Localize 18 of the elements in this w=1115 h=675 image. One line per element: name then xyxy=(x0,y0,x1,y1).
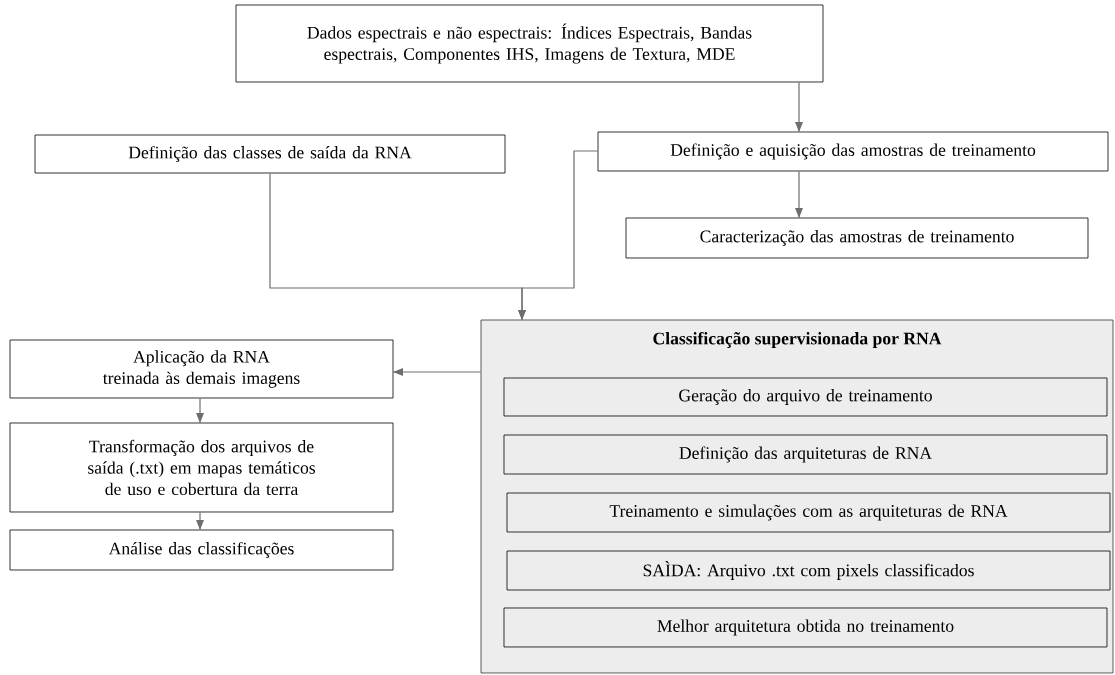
arrow xyxy=(196,511,204,531)
step-box: SAÌDA: Arquivo .txt com pixels classificados xyxy=(506,550,1111,591)
process-box: Aplicação da RNA treinada às demais imagens xyxy=(9,339,394,399)
step-box: Geração do arquivo de treinamento xyxy=(503,377,1108,417)
process-box: Definição e aquisição das amostras de treinamento xyxy=(597,131,1109,172)
arrow xyxy=(795,170,803,219)
step-box: Melhor arquitetura obtida no treinamento xyxy=(503,607,1108,648)
step-box: Treinamento e simulações com as arquiteturas de RNA xyxy=(506,492,1111,533)
arrow xyxy=(196,397,204,424)
arrow xyxy=(392,368,482,376)
step-box: Definição das arquiteturas de RNA xyxy=(503,434,1108,475)
arrow xyxy=(795,81,803,133)
process-box: Definição das classes de saída da RNA xyxy=(34,134,506,174)
process-box: Caracterização das amostras de treinamento xyxy=(625,217,1089,259)
process-box: Transformação dos arquivos de saída (.txt) em mapas temáticos de uso e cobertura da terra xyxy=(9,422,394,513)
process-box: Análise das classificações xyxy=(9,529,394,571)
process-box: Dados espectrais e não espectrais: Índices Espectrais, Bandas espectrais, Componentes IHS, Imagens de Textura, MDE xyxy=(235,4,824,83)
arrow xyxy=(518,150,599,321)
